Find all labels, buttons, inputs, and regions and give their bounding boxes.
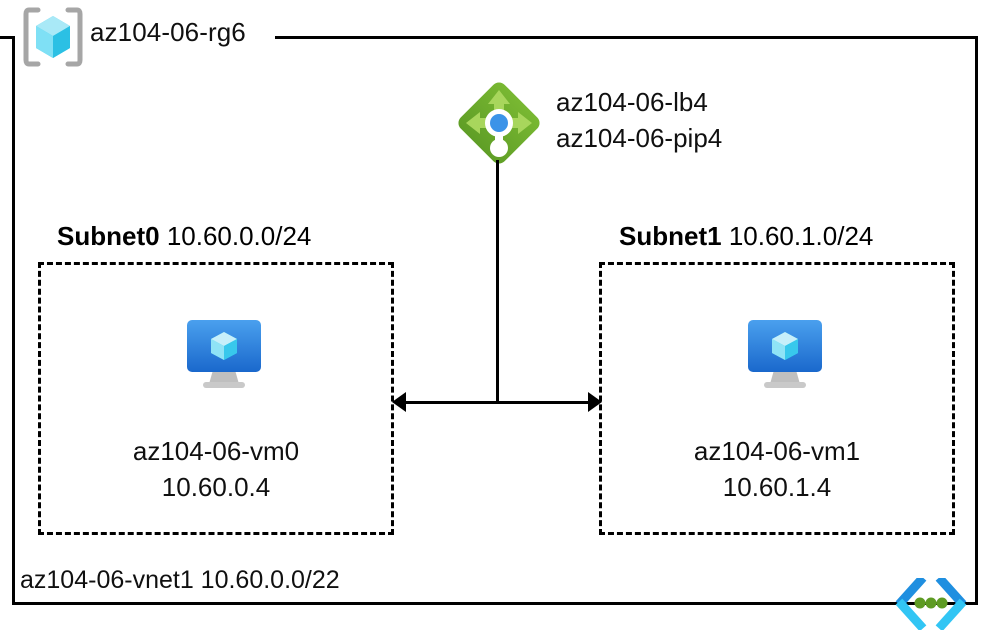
load-balancer-labels: az104-06-lb4 az104-06-pip4: [556, 84, 722, 156]
subnet0-heading: Subnet0 10.60.0.0/24: [57, 221, 311, 252]
subnet1-heading: Subnet1 10.60.1.0/24: [619, 221, 873, 252]
virtual-machine-icon: [187, 320, 261, 388]
load-balancer-name: az104-06-lb4: [556, 87, 708, 117]
virtual-machine-icon: [748, 320, 822, 388]
vm1-name: az104-06-vm1: [693, 436, 861, 466]
load-balancer-icon: [458, 82, 540, 164]
resource-group-border-left: [12, 36, 15, 605]
subnet1-cidr: 10.60.1.0/24: [728, 221, 874, 251]
vnet-label: az104-06-vnet1 10.60.0.0/22: [20, 566, 340, 594]
load-balancer-connector-line: [496, 160, 499, 403]
resource-group-border-right: [975, 36, 978, 605]
resource-group-border-top-right: [275, 36, 978, 39]
vm0-ip: 10.60.0.4: [161, 472, 271, 502]
resource-group-label: az104-06-rg6: [90, 17, 246, 47]
vm0-name: az104-06-vm0: [132, 436, 300, 466]
resource-group-border-bottom: [12, 602, 978, 605]
subnet0-name: Subnet0: [57, 221, 160, 251]
public-ip-name: az104-06-pip4: [556, 123, 723, 153]
subnet0-cidr: 10.60.0.0/24: [166, 221, 312, 251]
subnet1-name: Subnet1: [619, 221, 722, 251]
vm0-labels: az104-06-vm0 10.60.0.4: [38, 433, 394, 505]
vm1-ip: 10.60.1.4: [722, 472, 832, 502]
virtual-network-icon: [895, 578, 967, 630]
connector-arrow-left-icon: [392, 392, 406, 412]
vm1-labels: az104-06-vm1 10.60.1.4: [599, 433, 955, 505]
connector-arrow-right-icon: [588, 392, 602, 412]
subnet-connector-line: [400, 401, 594, 404]
resource-group-cube-icon: [23, 7, 83, 67]
resource-group-border-top-left: [0, 36, 14, 39]
